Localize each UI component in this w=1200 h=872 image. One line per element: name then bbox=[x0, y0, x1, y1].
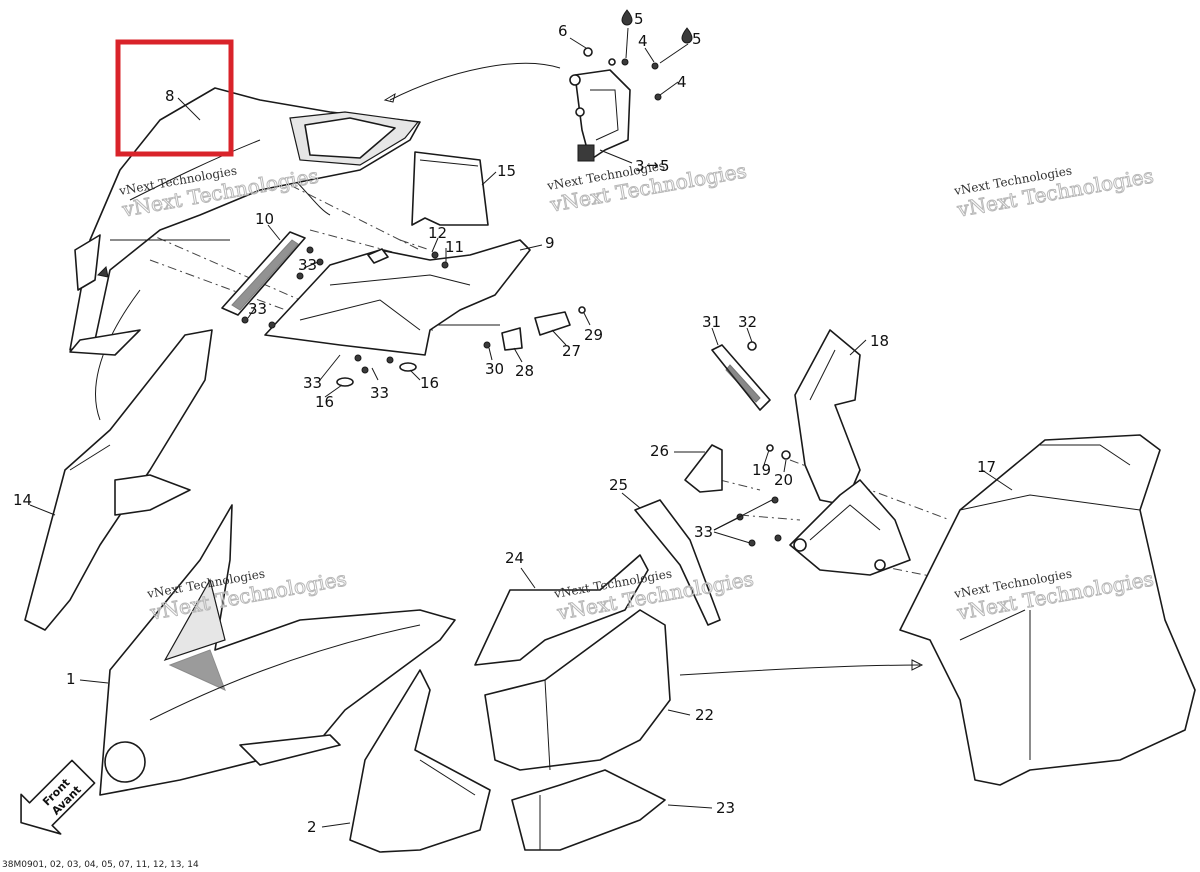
part-22-panel bbox=[484, 609, 671, 771]
callout-33-b[interactable]: 33 bbox=[248, 300, 267, 318]
callout-8[interactable]: 8 bbox=[165, 87, 175, 105]
callout-31[interactable]: 31 bbox=[702, 313, 721, 331]
part-10-grille bbox=[221, 231, 306, 316]
callout-17[interactable]: 17 bbox=[977, 458, 996, 476]
part-18-bracket bbox=[794, 329, 861, 506]
leader-lines bbox=[29, 27, 1013, 828]
callout-15[interactable]: 15 bbox=[497, 162, 516, 180]
watermark-5: vNext Technologies vNext Technologies bbox=[552, 566, 756, 625]
callout-3-to-5[interactable]: 5 bbox=[660, 157, 670, 175]
callout-14[interactable]: 14 bbox=[13, 491, 32, 509]
highlight-box-part-8 bbox=[115, 39, 234, 157]
callout-10[interactable]: 10 bbox=[255, 210, 274, 228]
arrow-to-icon: → bbox=[646, 156, 659, 174]
callout-22[interactable]: 22 bbox=[695, 706, 714, 724]
callout-29[interactable]: 29 bbox=[584, 326, 603, 344]
front-direction-badge: Front Avant bbox=[20, 759, 96, 835]
callouts: 8 6 5 4 5 4 3 → 5 15 10 12 11 9 33 33 33… bbox=[13, 9, 996, 836]
callout-25[interactable]: 25 bbox=[609, 476, 628, 494]
part-25-strip bbox=[634, 499, 721, 626]
callout-26[interactable]: 26 bbox=[650, 442, 669, 460]
callout-33-e[interactable]: 33 bbox=[694, 523, 713, 541]
part-31-strap bbox=[711, 344, 771, 411]
hardware bbox=[241, 47, 791, 547]
part-23-panel bbox=[511, 769, 666, 851]
callout-3[interactable]: 3 bbox=[635, 157, 645, 175]
callout-30[interactable]: 30 bbox=[485, 360, 504, 378]
part-2-lower-panel bbox=[349, 669, 491, 853]
callout-9[interactable]: 9 bbox=[545, 234, 555, 252]
part-9-inner-panel bbox=[264, 239, 531, 356]
part-26-block bbox=[684, 444, 723, 493]
part-1-front-nose bbox=[99, 504, 456, 796]
callout-16-b[interactable]: 16 bbox=[315, 393, 334, 411]
part-15-panel bbox=[411, 151, 489, 226]
callout-23[interactable]: 23 bbox=[716, 799, 735, 817]
callout-32[interactable]: 32 bbox=[738, 313, 757, 331]
part-24-panel bbox=[474, 554, 649, 666]
part-17-side-panel bbox=[899, 434, 1196, 786]
callout-33-c[interactable]: 33 bbox=[303, 374, 322, 392]
callout-33-a[interactable]: 33 bbox=[298, 256, 317, 274]
callout-5-right[interactable]: 5 bbox=[692, 30, 702, 48]
oil-drop-icon bbox=[621, 9, 633, 26]
callout-2[interactable]: 2 bbox=[307, 818, 317, 836]
callout-4-top[interactable]: 4 bbox=[638, 32, 648, 50]
diagram-reference-code: 38M0901, 02, 03, 04, 05, 07, 11, 12, 13,… bbox=[2, 860, 199, 870]
callout-4-right[interactable]: 4 bbox=[677, 73, 687, 91]
callout-27[interactable]: 27 bbox=[562, 342, 581, 360]
callout-16-a[interactable]: 16 bbox=[420, 374, 439, 392]
callout-18[interactable]: 18 bbox=[870, 332, 889, 350]
part-3-bracket bbox=[569, 69, 631, 162]
callout-33-d[interactable]: 33 bbox=[370, 384, 389, 402]
callout-20[interactable]: 20 bbox=[774, 471, 793, 489]
callout-1[interactable]: 1 bbox=[66, 670, 76, 688]
watermark-3: vNext Technologies vNext Technologies bbox=[952, 163, 1156, 222]
callout-11[interactable]: 11 bbox=[445, 238, 464, 256]
mount-bracket bbox=[789, 479, 911, 576]
front-arrow-icon bbox=[20, 759, 96, 835]
part-14-side-panel bbox=[24, 329, 213, 631]
callout-6[interactable]: 6 bbox=[558, 22, 568, 40]
watermark-4: vNext Technologies vNext Technologies bbox=[145, 566, 349, 625]
callout-5-top[interactable]: 5 bbox=[634, 10, 644, 28]
callout-28[interactable]: 28 bbox=[515, 362, 534, 380]
oil-drop-icon bbox=[681, 27, 693, 44]
callout-19[interactable]: 19 bbox=[752, 461, 771, 479]
callout-12[interactable]: 12 bbox=[428, 224, 447, 242]
callout-24[interactable]: 24 bbox=[505, 549, 524, 567]
